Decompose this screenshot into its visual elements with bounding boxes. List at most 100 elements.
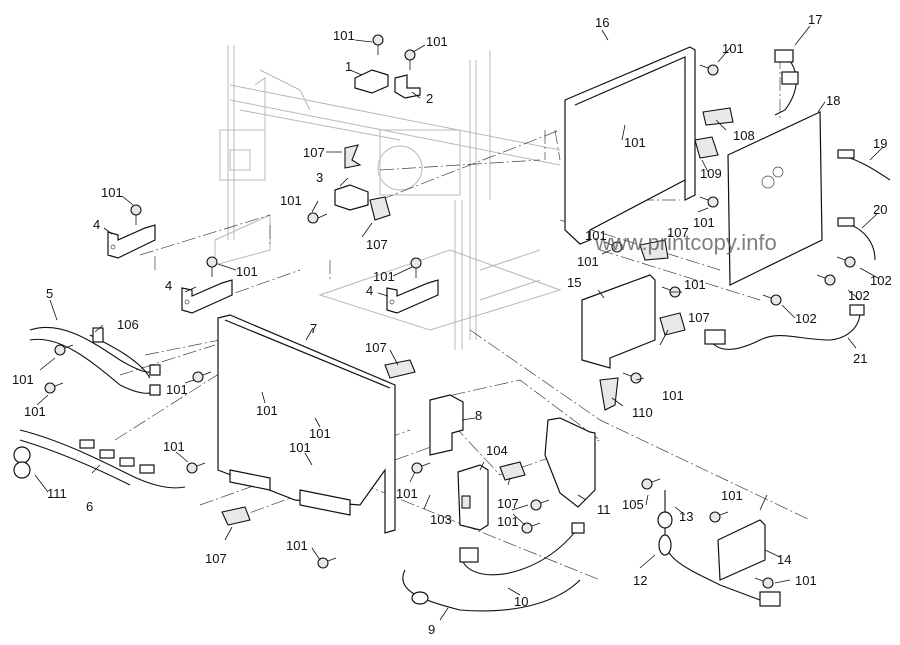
callout-101: 101: [662, 388, 684, 403]
cables: [13, 49, 891, 612]
frame-16: [564, 46, 696, 245]
board-18: [727, 111, 823, 286]
callout-101: 101: [396, 486, 418, 501]
clamp-icon: [694, 136, 719, 159]
plate-11: [544, 417, 596, 508]
breaker-104: [457, 464, 489, 531]
machine-frame: [214, 45, 562, 350]
callout-101: 101: [577, 254, 599, 269]
callout-101: 101: [236, 264, 258, 279]
callout-101: 101: [166, 382, 188, 397]
callout-102: 102: [795, 311, 817, 326]
callout-15: 15: [567, 275, 581, 290]
clamp-icon: [221, 506, 251, 526]
clamp-icon: [659, 312, 686, 336]
bracket-2: [394, 74, 421, 99]
bracket-4-left: [107, 224, 156, 259]
clamp-icon: [344, 144, 362, 169]
callout-11: 11: [597, 502, 611, 517]
bracket-3: [334, 184, 369, 211]
cable-21: [709, 311, 861, 350]
screw-icon: [317, 557, 337, 569]
callout-101: 101: [795, 573, 817, 588]
callout-8: 8: [475, 408, 482, 423]
callout-108: 108: [733, 128, 755, 143]
callout-101: 101: [280, 193, 302, 208]
screw-icon: [410, 257, 422, 278]
callout-109: 109: [700, 166, 722, 181]
screw-icon: [604, 241, 623, 253]
callout-9: 9: [428, 622, 435, 637]
screw-icon: [699, 196, 719, 208]
callout-101: 101: [497, 514, 519, 529]
callout-102: 102: [848, 288, 870, 303]
callout-102: 102: [870, 273, 892, 288]
screw-icon: [130, 204, 142, 225]
screw-icon: [307, 212, 328, 224]
clamps: [221, 107, 734, 526]
callout-4: 4: [165, 278, 172, 293]
callout-13: 13: [679, 509, 693, 524]
callout-1: 1: [345, 59, 352, 74]
screw-icon: [641, 478, 661, 490]
callout-107: 107: [365, 340, 387, 355]
callout-7: 7: [310, 321, 317, 336]
bracket-8: [429, 394, 464, 456]
callout-101: 101: [624, 135, 646, 150]
clamp-icon: [384, 359, 416, 379]
bracket-4-right: [386, 279, 439, 314]
screw-icon: [754, 577, 774, 589]
bracket-1: [354, 69, 389, 94]
cable-19: [839, 154, 891, 181]
clamp-icon: [499, 461, 526, 481]
screw-icon: [836, 256, 856, 268]
callout-16: 16: [595, 15, 609, 30]
callout-19: 19: [873, 136, 887, 151]
callout-106: 106: [117, 317, 139, 332]
cable-5: [29, 326, 161, 373]
callout-10: 10: [514, 594, 528, 609]
screw-icon: [192, 371, 212, 383]
callout-101: 101: [684, 277, 706, 292]
callout-107: 107: [667, 225, 689, 240]
callout-6: 6: [86, 499, 93, 514]
screw-icon: [206, 256, 218, 277]
callout-101: 101: [722, 41, 744, 56]
board-7: [217, 314, 396, 534]
screw-icon: [372, 34, 384, 55]
callout-107: 107: [205, 551, 227, 566]
clamp-icon: [369, 196, 391, 221]
callout-2: 2: [426, 91, 433, 106]
cable-17: [774, 54, 797, 116]
callout-20: 20: [873, 202, 887, 217]
watermark: www.printcopy.info: [594, 230, 777, 255]
callout-18: 18: [826, 93, 840, 108]
callout-101: 101: [721, 488, 743, 503]
callout-101: 101: [333, 28, 355, 43]
callout-101: 101: [256, 403, 278, 418]
callout-17: 17: [808, 12, 822, 27]
cable-6: [19, 429, 186, 489]
screw-icon: [411, 462, 431, 474]
screw-icon: [186, 462, 206, 474]
callout-101: 101: [426, 34, 448, 49]
cable-9: [402, 569, 581, 612]
callout-110: 110: [632, 405, 653, 420]
screw-icon: [816, 274, 836, 286]
callout-101: 101: [693, 215, 715, 230]
screw-icon: [404, 49, 416, 70]
screws: [44, 34, 856, 589]
clamp-icon: [599, 377, 619, 411]
callout-107: 107: [688, 310, 710, 325]
bracket-14: [717, 519, 766, 581]
callout-111: 111: [47, 486, 67, 501]
leader-lines: [34, 25, 884, 621]
screw-icon: [54, 344, 74, 356]
screw-icon: [699, 64, 719, 76]
callout-3: 3: [316, 170, 323, 185]
callout-12: 12: [633, 573, 647, 588]
bracket-15: [581, 274, 656, 369]
screw-icon: [709, 511, 729, 523]
callout-107: 107: [366, 237, 388, 252]
